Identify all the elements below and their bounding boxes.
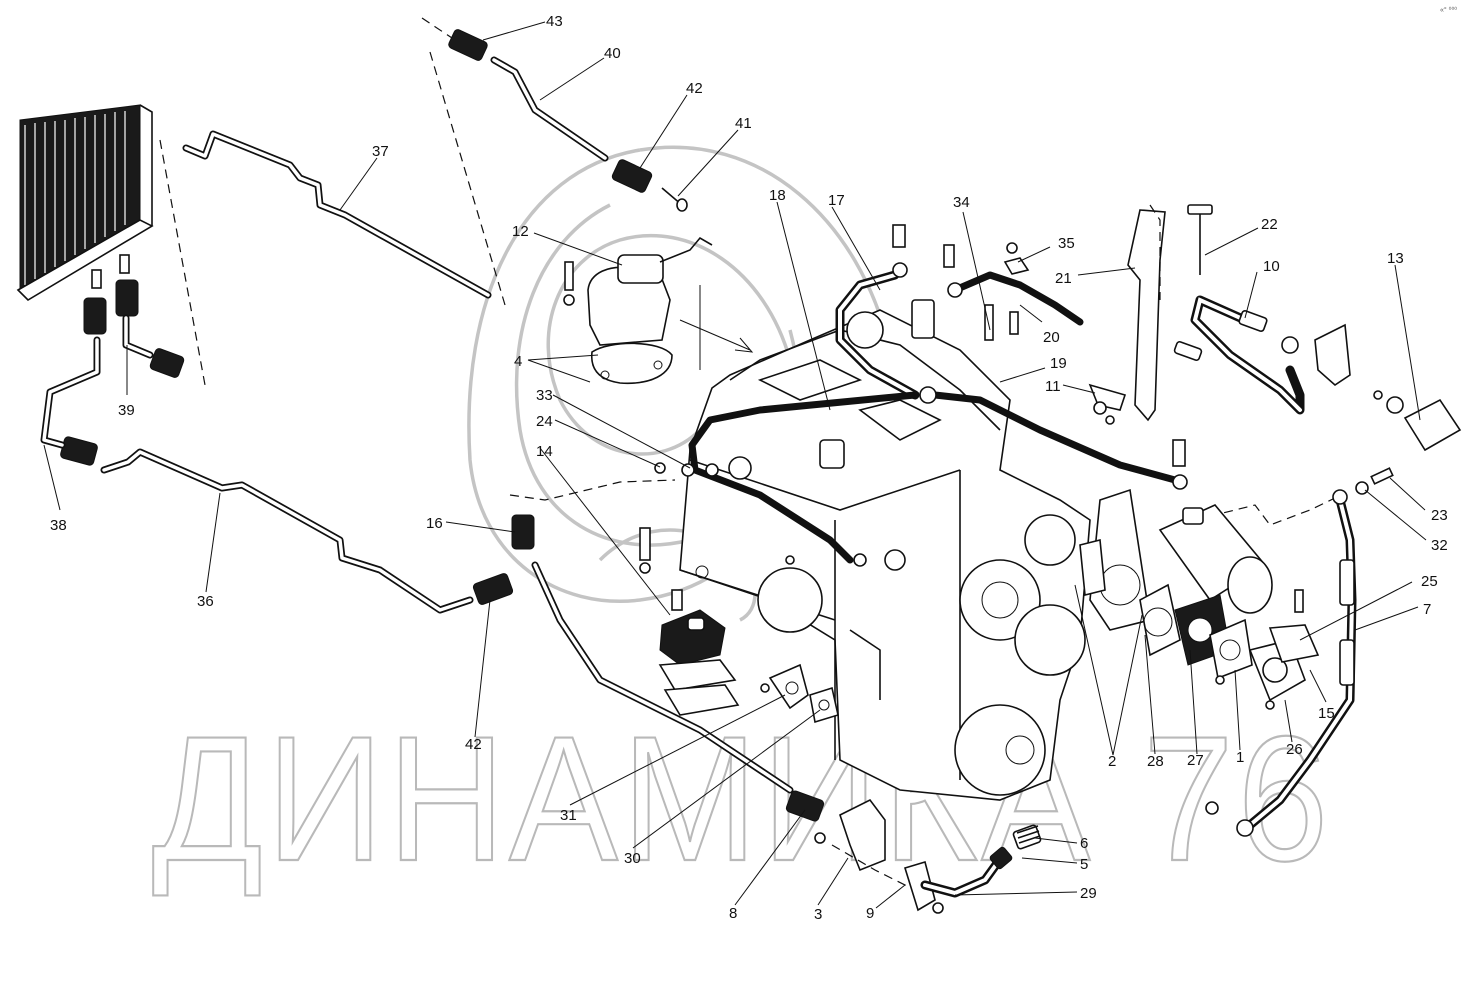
gasket-28 <box>1139 583 1181 657</box>
part-label-30: 30 <box>624 850 641 867</box>
part-label-35: 35 <box>1058 235 1075 252</box>
pipe-39 <box>122 314 154 359</box>
gasket-2 <box>1079 488 1151 631</box>
part-label-34: 34 <box>953 194 970 211</box>
hose-42-lower <box>472 573 514 605</box>
part-label-31: 31 <box>560 807 577 824</box>
part-label-23: 23 <box>1431 507 1448 524</box>
part-label-2: 2 <box>1108 753 1116 770</box>
part-label-19: 19 <box>1050 355 1067 372</box>
guide-dash-16 <box>509 479 676 501</box>
part-label-38: 38 <box>50 517 67 534</box>
pipe-17-18 <box>835 270 920 400</box>
starter-motor <box>1158 504 1273 614</box>
lever-11 <box>1088 383 1127 425</box>
part-label-20: 20 <box>1043 329 1060 346</box>
part-label-41: 41 <box>735 115 752 132</box>
pump-assembly <box>563 236 713 385</box>
pipe-33-24 <box>688 391 919 564</box>
part-label-12: 12 <box>512 223 529 240</box>
part-label-16: 16 <box>426 515 443 532</box>
guide-dash-37 <box>159 139 206 386</box>
part-label-24: 24 <box>536 413 553 430</box>
part-label-11: 11 <box>1045 378 1061 395</box>
hose-42-upper <box>611 159 653 193</box>
fittings-top <box>639 224 1188 574</box>
bracket-35 <box>1003 242 1030 275</box>
hose-43 <box>448 29 488 61</box>
valve-25 <box>1268 589 1320 663</box>
part-label-42-bottom: 42 <box>465 736 482 753</box>
valve-14 <box>658 589 740 716</box>
gasket-1 <box>1209 618 1253 680</box>
part-label-18: 18 <box>769 187 786 204</box>
pipe-16-31 <box>531 561 794 794</box>
part-label-27: 27 <box>1187 752 1204 769</box>
part-label-39: 39 <box>118 402 135 419</box>
radiator <box>16 104 154 302</box>
part-label-8: 8 <box>729 905 737 922</box>
part-label-14: 14 <box>536 443 553 460</box>
part-label-7: 7 <box>1423 601 1431 618</box>
pipe-19 <box>931 391 1179 484</box>
corner-mark: «° ⁰⁰⁰ <box>1440 6 1457 14</box>
pipe-36 <box>100 448 474 614</box>
part-label-43: 43 <box>546 13 563 30</box>
part-label-25: 25 <box>1421 573 1438 590</box>
pipe-37 <box>182 130 492 299</box>
part-label-9: 9 <box>866 905 874 922</box>
part-label-36: 36 <box>197 593 214 610</box>
part-label-26: 26 <box>1286 741 1303 758</box>
watermark-text: ДИНАМИКА 76 <box>152 699 1332 898</box>
part-label-10: 10 <box>1263 258 1280 275</box>
valve-26 <box>1215 639 1306 710</box>
part-label-33: 33 <box>536 387 553 404</box>
part-label-6: 6 <box>1080 835 1088 852</box>
cable-10 <box>1173 295 1305 415</box>
part-label-22: 22 <box>1261 216 1278 233</box>
part-label-40: 40 <box>604 45 621 62</box>
part-label-4: 4 <box>514 353 522 370</box>
part-label-21: 21 <box>1055 270 1072 287</box>
pin-22 <box>1187 204 1213 275</box>
cap-6-5 <box>1012 824 1042 850</box>
gasket-8 <box>809 686 839 724</box>
part-label-29: 29 <box>1080 885 1097 902</box>
clamp-41-ring <box>676 198 688 212</box>
arrow-4-to-box <box>679 285 754 370</box>
bracket-21 <box>1127 204 1166 422</box>
part-label-1: 1 <box>1236 749 1244 766</box>
part-label-32: 32 <box>1431 537 1448 554</box>
elbow-29 <box>903 846 1013 914</box>
hose-16 <box>511 514 535 550</box>
flange-31 <box>760 663 809 710</box>
hose-7 <box>1205 467 1394 837</box>
gearbox-housing <box>679 299 1091 801</box>
part-labels: 43 40 42 41 37 12 18 17 34 35 22 21 10 1… <box>50 13 1448 923</box>
hose-clamps-left <box>60 279 185 466</box>
part-label-3: 3 <box>814 906 822 923</box>
bracket-3 <box>814 798 886 872</box>
part-label-28: 28 <box>1147 753 1164 770</box>
part-label-5: 5 <box>1080 856 1088 873</box>
guide-dash-starter <box>1194 497 1336 526</box>
hose-lower-right <box>785 790 825 822</box>
leader-lines <box>43 21 1427 909</box>
part-label-17: 17 <box>828 192 845 209</box>
part-label-13: 13 <box>1387 250 1404 267</box>
part-label-15: 15 <box>1318 705 1335 722</box>
pipe-40 <box>490 56 609 162</box>
part-label-42-top: 42 <box>686 80 703 97</box>
bracket-10b <box>1314 323 1351 387</box>
part-label-37: 37 <box>372 143 389 160</box>
pipe-38 <box>40 336 101 449</box>
